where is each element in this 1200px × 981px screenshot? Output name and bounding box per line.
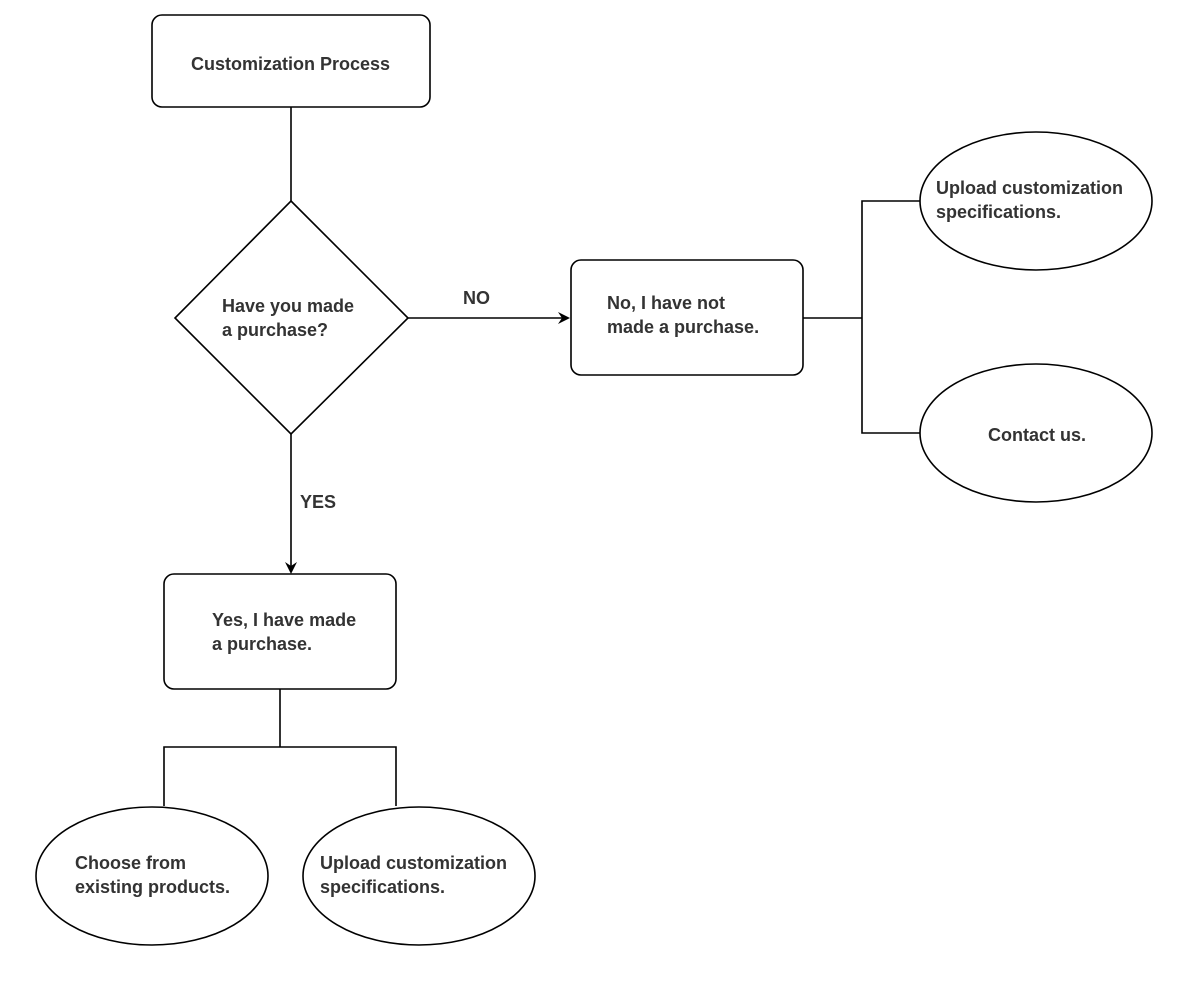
upload-specs-yes-line: Upload customization	[320, 853, 507, 873]
yes-purchase-node-line: a purchase.	[212, 634, 312, 654]
choose-existing-node	[35, 806, 269, 946]
upload-specs-no-line: Upload customization	[936, 178, 1123, 198]
decision-node-line: a purchase?	[222, 320, 328, 340]
upload-specs-no-line: specifications.	[936, 202, 1061, 222]
no-purchase-node-line: No, I have not	[607, 293, 725, 313]
edge-label-yes: YES	[300, 492, 336, 512]
contact-us-line: Contact us.	[988, 425, 1086, 445]
yes-purchase-node-label: Yes, I have made a purchase.	[212, 610, 361, 654]
edge-label-no: NO	[463, 288, 490, 308]
yes-purchase-node	[163, 573, 397, 690]
start-node	[151, 14, 431, 108]
yes-purchase-node-line: Yes, I have made	[212, 610, 356, 630]
decision-node-label: Have you made a purchase?	[222, 296, 359, 340]
choose-existing-line: Choose from	[75, 853, 186, 873]
upload-specs-no-label: Upload customization specifications.	[936, 178, 1128, 222]
choose-existing-line: existing products.	[75, 877, 230, 897]
start-node-label: Customization Process	[191, 54, 390, 74]
edge-yes-branch-fork	[163, 746, 397, 806]
contact-us-node	[919, 363, 1153, 503]
no-purchase-node-label: No, I have not made a purchase.	[607, 293, 759, 337]
decision-node	[173, 199, 410, 436]
upload-specs-yes-label: Upload customization specifications.	[320, 853, 512, 897]
no-purchase-node	[570, 259, 804, 376]
no-purchase-node-line: made a purchase.	[607, 317, 759, 337]
upload-specs-node-no-branch	[919, 131, 1153, 271]
contact-us-label: Contact us.	[988, 425, 1086, 445]
decision-node-line: Have you made	[222, 296, 354, 316]
edge-no-branch-fork	[861, 200, 920, 434]
upload-specs-yes-line: specifications.	[320, 877, 445, 897]
upload-specs-node-yes-branch	[302, 806, 536, 946]
start-node-line: Customization Process	[191, 54, 390, 74]
choose-existing-label: Choose from existing products.	[75, 853, 230, 897]
